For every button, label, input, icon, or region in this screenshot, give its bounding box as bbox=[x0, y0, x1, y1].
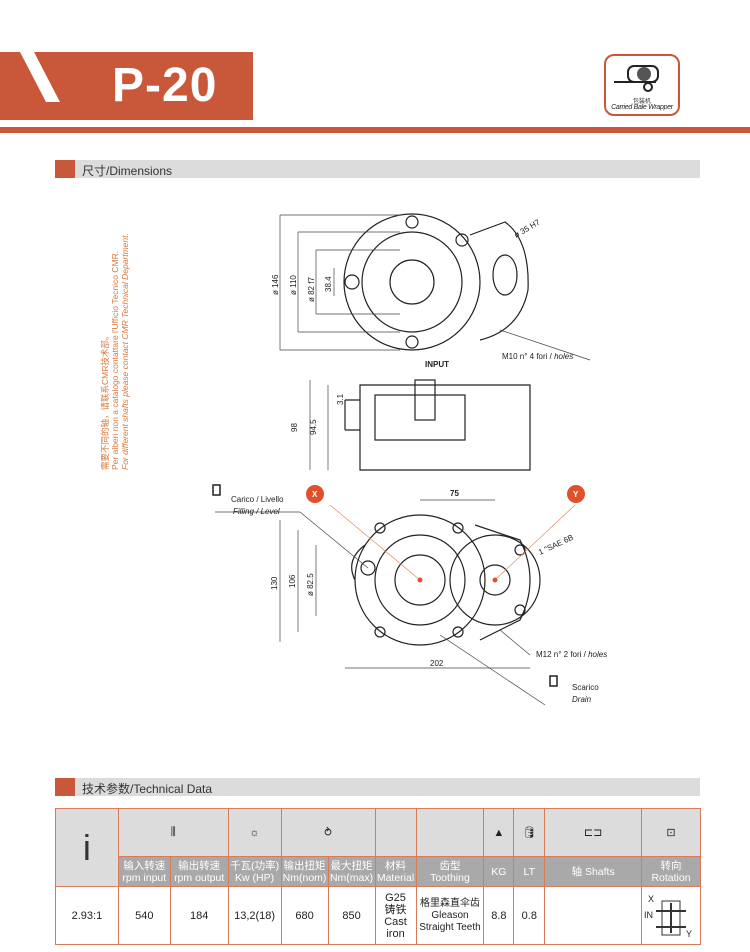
header-rule bbox=[0, 127, 750, 133]
weight-icon: ▲ bbox=[483, 808, 515, 857]
dim-d825: ø 82.5 bbox=[306, 573, 315, 596]
logo-caption-cn: 包装机 bbox=[632, 99, 651, 105]
y-center-dot bbox=[492, 577, 498, 583]
top-holes-label: M10 n° 4 fori / holes bbox=[502, 352, 573, 361]
cell-lt: 0.8 bbox=[513, 886, 546, 945]
x-center-dot bbox=[417, 577, 423, 583]
dim-d146: ø 146 bbox=[271, 274, 280, 295]
technical-section-header: 技术参数/Technical Data bbox=[55, 778, 700, 796]
drain-label-en: Drain bbox=[572, 695, 592, 704]
cell-torque-max: 850 bbox=[327, 886, 376, 945]
drain-plug-icon bbox=[549, 675, 558, 687]
bale-wrapper-icon bbox=[614, 65, 659, 92]
dim-h38: 38.4 bbox=[324, 276, 333, 292]
section-title: 尺寸/Dimensions bbox=[82, 164, 173, 178]
fill-label-en: Filling / Level bbox=[233, 507, 280, 516]
cell-power: 13,2(18) bbox=[227, 886, 282, 945]
header-shafts: 轴 Shafts bbox=[544, 856, 642, 887]
product-logo: 包装机 Carried Bale Wrapper bbox=[604, 54, 680, 116]
header-power: 千瓦(功率)Kw (HP) bbox=[227, 856, 282, 887]
cell-torque-nom: 680 bbox=[280, 886, 329, 945]
rotation-header-icon: ⊡ bbox=[640, 808, 702, 857]
dim-h31: 3.1 bbox=[336, 393, 345, 405]
cell-ratio: 2.93:1 bbox=[55, 886, 119, 945]
cell-kg: 8.8 bbox=[483, 886, 515, 945]
cell-shafts bbox=[544, 886, 642, 945]
dim-w75: 75 bbox=[450, 489, 459, 498]
technical-drawing: ø 146 ø 110 ø 82 f7 38.4 ø 35 H7 M10 n° … bbox=[212, 213, 607, 706]
dim-w202: 202 bbox=[430, 659, 444, 668]
dim-h106: 106 bbox=[288, 574, 297, 588]
section-marker bbox=[55, 160, 75, 178]
drawing-outlines bbox=[343, 213, 541, 646]
shafts-icon: ⊏⊐ bbox=[544, 808, 642, 857]
rotation-y-label: Y bbox=[685, 929, 692, 939]
rotation-diagram: X IN Y bbox=[640, 886, 702, 945]
front-holes-label: M12 n° 2 fori / holes bbox=[536, 650, 607, 659]
dimension-lines bbox=[215, 214, 591, 706]
sae-label: 1 "SAE 6B bbox=[537, 533, 575, 557]
x-marker-label: X bbox=[312, 490, 318, 499]
toothing-icon-cell bbox=[415, 808, 485, 857]
dim-d82: ø 82 f7 bbox=[307, 277, 316, 302]
input-label: INPUT bbox=[425, 360, 449, 369]
ratio-symbol: i bbox=[55, 808, 119, 887]
section-marker bbox=[55, 778, 75, 796]
header-lt: LT bbox=[513, 856, 546, 887]
oil-icon: 🛢 bbox=[513, 808, 546, 857]
logo-caption-en: Carried Bale Wrapper bbox=[611, 104, 673, 111]
dim-d110: ø 110 bbox=[289, 275, 298, 295]
drain-label: Scarico bbox=[572, 683, 599, 692]
rotation-in-label: IN bbox=[643, 910, 653, 920]
x-marker bbox=[306, 485, 324, 503]
fill-plug-icon bbox=[212, 484, 221, 496]
rotation-x-label: X bbox=[647, 894, 654, 904]
torque-icon: ⥁ bbox=[280, 808, 376, 857]
cell-rpm-output: 184 bbox=[169, 886, 229, 945]
cell-rpm-input: 540 bbox=[117, 886, 171, 945]
section-title: 技术参数/Technical Data bbox=[82, 782, 213, 796]
header-kg: KG bbox=[483, 856, 515, 887]
fill-label: Carico / Livello bbox=[231, 495, 284, 504]
power-icon: ☼ bbox=[227, 808, 282, 857]
shaft-speed-icon: ⫼ bbox=[117, 808, 229, 857]
dim-h98: 98 bbox=[290, 423, 299, 432]
y-marker bbox=[567, 485, 585, 503]
banner-slash-icon bbox=[20, 52, 60, 102]
dim-h130: 130 bbox=[270, 576, 279, 590]
material-icon-cell bbox=[374, 808, 417, 857]
icon-row: i ⫼☼⥁ ▲🛢⊏⊐⊡ bbox=[55, 808, 702, 887]
dimensions-section-header: 尺寸/Dimensions bbox=[55, 160, 700, 178]
dim-h945: 94.5 bbox=[309, 419, 318, 435]
rotation-icon bbox=[655, 900, 686, 936]
page-title: P-20 bbox=[112, 59, 218, 112]
dim-d35: ø 35 H7 bbox=[513, 217, 543, 239]
y-marker-label: Y bbox=[573, 490, 579, 499]
